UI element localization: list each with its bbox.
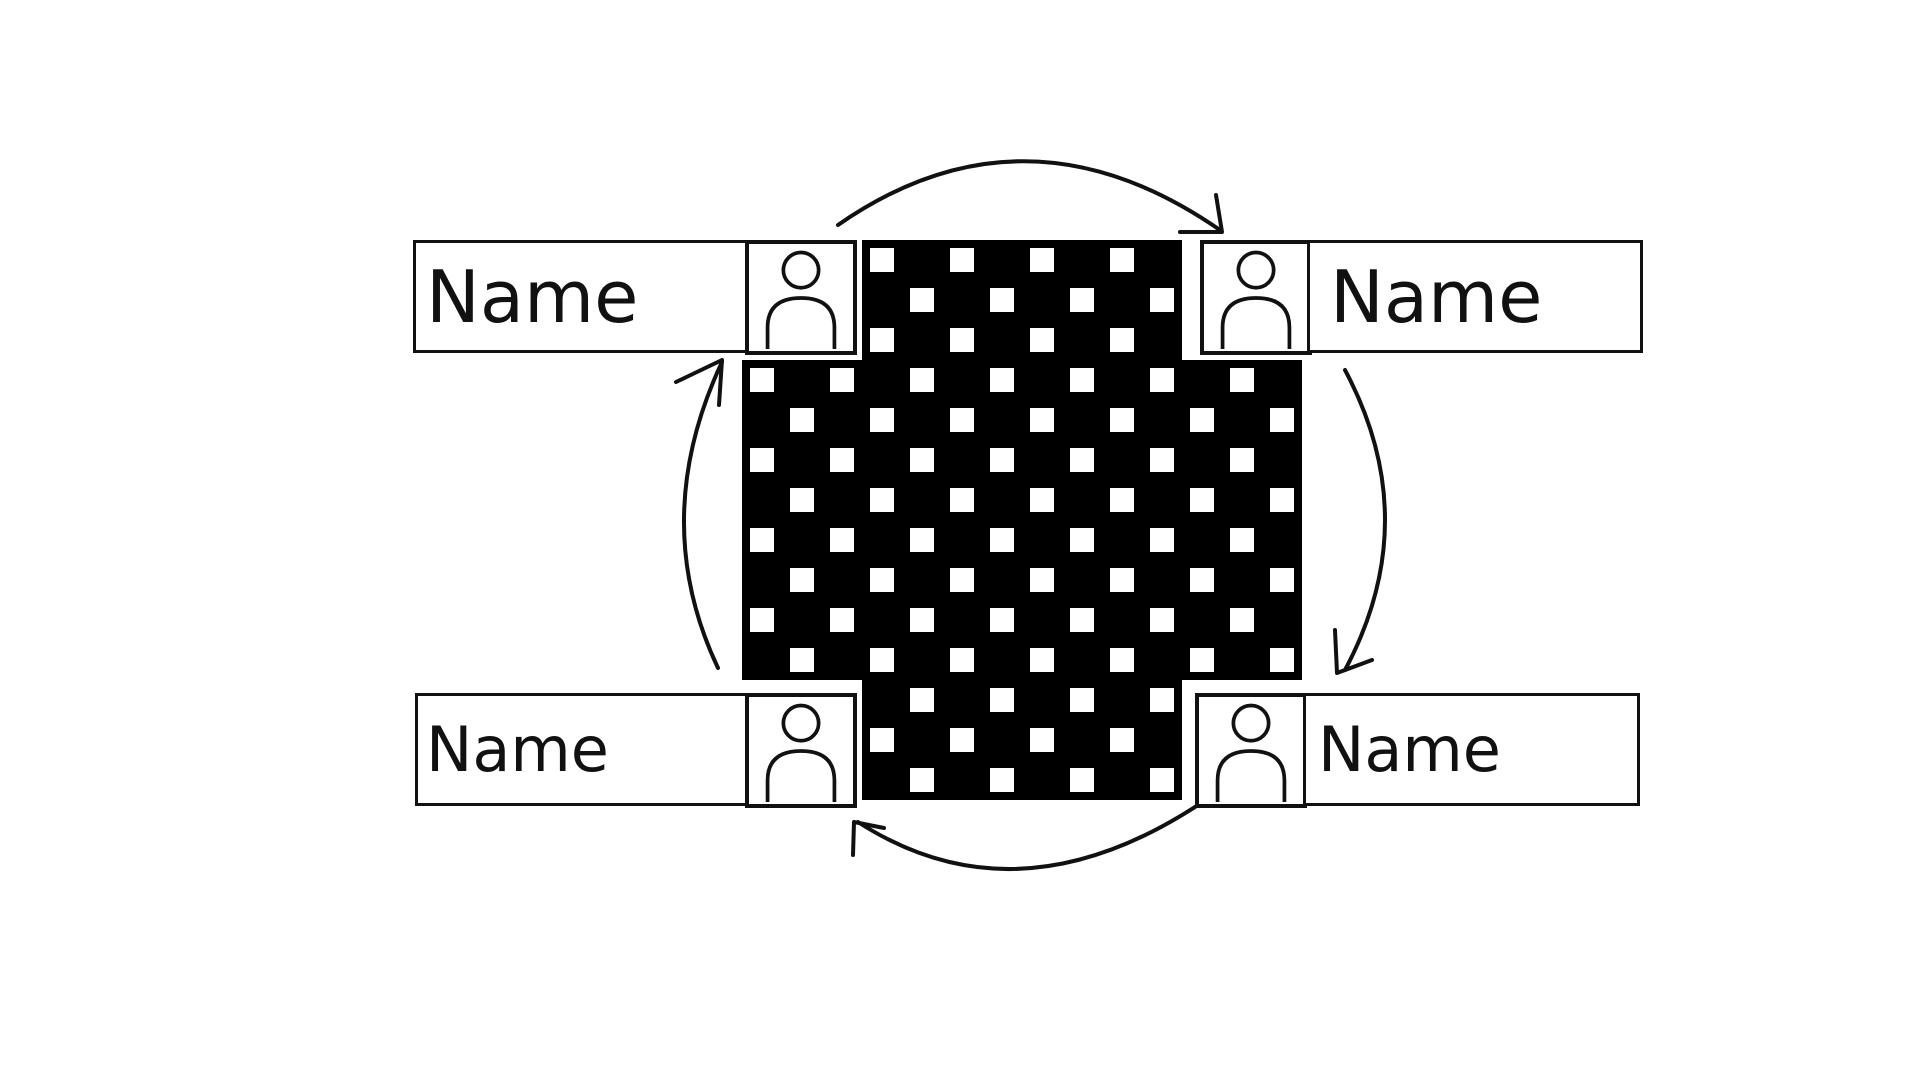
board-square-light[interactable]: [1150, 288, 1174, 312]
board-square-light[interactable]: [1190, 648, 1214, 672]
user-icon: [1215, 703, 1287, 803]
board-square-light[interactable]: [1270, 408, 1294, 432]
board-square-light[interactable]: [950, 408, 974, 432]
board-square-light[interactable]: [830, 448, 854, 472]
board-square-light[interactable]: [1150, 688, 1174, 712]
board-square-light[interactable]: [1070, 528, 1094, 552]
board-square-light[interactable]: [1030, 488, 1054, 512]
board-square-light[interactable]: [910, 688, 934, 712]
board-square-light[interactable]: [1190, 408, 1214, 432]
board-square-light[interactable]: [1070, 688, 1094, 712]
board-square-light[interactable]: [1110, 248, 1134, 272]
user-icon: [765, 250, 837, 350]
board-square-light[interactable]: [870, 648, 894, 672]
board-square-light[interactable]: [1070, 768, 1094, 792]
board-square-light[interactable]: [990, 528, 1014, 552]
board-square-light[interactable]: [1030, 728, 1054, 752]
player-bottom-left-avatar[interactable]: [745, 693, 857, 808]
board-square-light[interactable]: [910, 768, 934, 792]
board-square-light[interactable]: [990, 688, 1014, 712]
board-square-light[interactable]: [830, 528, 854, 552]
board-square-light[interactable]: [830, 608, 854, 632]
player-top-left-name: Name: [426, 254, 639, 339]
board-square-light[interactable]: [950, 728, 974, 752]
board-square-light[interactable]: [750, 448, 774, 472]
board-square-light[interactable]: [1150, 768, 1174, 792]
board-square-light[interactable]: [1270, 568, 1294, 592]
board-square-light[interactable]: [870, 488, 894, 512]
board-square-light[interactable]: [990, 608, 1014, 632]
board-square-light[interactable]: [990, 768, 1014, 792]
board-square-light[interactable]: [1030, 328, 1054, 352]
board-square-light[interactable]: [990, 368, 1014, 392]
board-square-light[interactable]: [1190, 488, 1214, 512]
board-square-light[interactable]: [1230, 608, 1254, 632]
board-square-light[interactable]: [1070, 448, 1094, 472]
player-bottom-right-name: Name: [1318, 713, 1501, 786]
board-square-light[interactable]: [1030, 568, 1054, 592]
player-top-right-name-box: Name: [1307, 240, 1643, 353]
board-square-light[interactable]: [1150, 448, 1174, 472]
board-square-light[interactable]: [790, 648, 814, 672]
board-square-light[interactable]: [1270, 648, 1294, 672]
board-square-light[interactable]: [790, 408, 814, 432]
board-square-light[interactable]: [950, 248, 974, 272]
board-square-light[interactable]: [910, 528, 934, 552]
board-square-light[interactable]: [870, 568, 894, 592]
board-square-light[interactable]: [870, 408, 894, 432]
board-square-light[interactable]: [950, 328, 974, 352]
board-square-light[interactable]: [1230, 368, 1254, 392]
board-square-light[interactable]: [1110, 488, 1134, 512]
board-square-light[interactable]: [750, 368, 774, 392]
player-bottom-left-name-box: Name: [415, 693, 755, 806]
board-square-light[interactable]: [1190, 568, 1214, 592]
board-square-light[interactable]: [750, 608, 774, 632]
board-square-light[interactable]: [830, 368, 854, 392]
board-square-light[interactable]: [1150, 528, 1174, 552]
player-top-left-avatar[interactable]: [745, 240, 857, 355]
board-square-light[interactable]: [950, 648, 974, 672]
board-square-light[interactable]: [1030, 248, 1054, 272]
player-bottom-left-name: Name: [426, 713, 609, 786]
board-square-light[interactable]: [790, 568, 814, 592]
board-square-light[interactable]: [870, 248, 894, 272]
board-square-light[interactable]: [950, 568, 974, 592]
board-square-light[interactable]: [1110, 408, 1134, 432]
board-square-light[interactable]: [750, 528, 774, 552]
board-square-light[interactable]: [1150, 608, 1174, 632]
user-icon: [1220, 250, 1292, 350]
board-square-light[interactable]: [1150, 368, 1174, 392]
board-square-light[interactable]: [1110, 728, 1134, 752]
player-top-right-name: Name: [1330, 254, 1543, 339]
board-square-light[interactable]: [1070, 608, 1094, 632]
player-bottom-right-name-box: Name: [1303, 693, 1640, 806]
board-square-light[interactable]: [1270, 488, 1294, 512]
board-square-light[interactable]: [910, 368, 934, 392]
board-square-light[interactable]: [1230, 448, 1254, 472]
board-square-light[interactable]: [1070, 288, 1094, 312]
board-square-light[interactable]: [910, 608, 934, 632]
board-square-light[interactable]: [790, 488, 814, 512]
board-square-light[interactable]: [910, 288, 934, 312]
board-square-light[interactable]: [870, 328, 894, 352]
board-horizontal-bar: [742, 360, 1302, 680]
board-square-light[interactable]: [1110, 648, 1134, 672]
board-square-light[interactable]: [950, 488, 974, 512]
board-square-light[interactable]: [990, 288, 1014, 312]
board-square-light[interactable]: [1110, 568, 1134, 592]
board-square-light[interactable]: [990, 448, 1014, 472]
user-icon: [765, 703, 837, 803]
player-top-right-avatar[interactable]: [1200, 240, 1312, 355]
board-square-light[interactable]: [870, 728, 894, 752]
board-square-light[interactable]: [1230, 528, 1254, 552]
board-square-light[interactable]: [1110, 328, 1134, 352]
board-square-light[interactable]: [1070, 368, 1094, 392]
board-square-light[interactable]: [910, 448, 934, 472]
player-top-left-name-box: Name: [413, 240, 753, 353]
board-square-light[interactable]: [1030, 408, 1054, 432]
player-bottom-right-avatar[interactable]: [1195, 693, 1307, 808]
board-square-light[interactable]: [1030, 648, 1054, 672]
